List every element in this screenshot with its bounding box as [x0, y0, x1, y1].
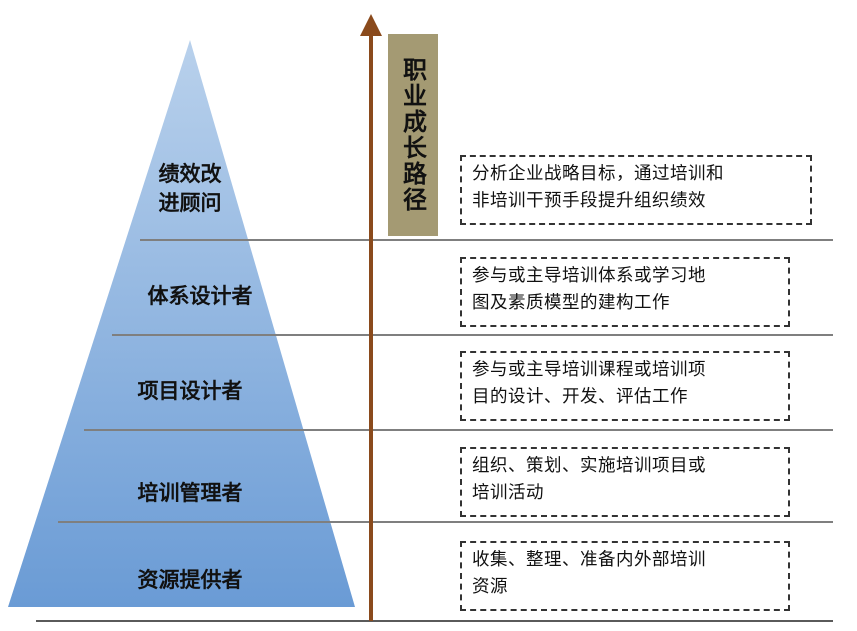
level-label-training-manager: 培训管理者 — [137, 481, 243, 505]
level-label-project-designer: 项目设计者 — [137, 379, 243, 403]
level-label-performance-consultant: 绩效改 进顾问 — [158, 162, 222, 215]
growth-axis-arrowhead — [360, 14, 382, 36]
level-description-box: 分析企业战略目标，通过培训和 非培训干预手段提升组织绩效 — [460, 155, 812, 225]
level-label-resource-provider: 资源提供者 — [137, 568, 243, 592]
level-description-box: 收集、整理、准备内外部培训 资源 — [460, 541, 790, 611]
level-description-box: 参与或主导培训体系或学习地 图及素质模型的建构工作 — [460, 257, 790, 327]
level-description-box: 组织、策划、实施培训项目或 培训活动 — [460, 447, 790, 517]
pyramid — [8, 40, 355, 607]
axis-title: 职业成长路径 — [388, 34, 438, 236]
level-label-system-designer: 体系设计者 — [147, 284, 253, 308]
level-description-box: 参与或主导培训课程或培训项 目的设计、开发、评估工作 — [460, 351, 790, 421]
